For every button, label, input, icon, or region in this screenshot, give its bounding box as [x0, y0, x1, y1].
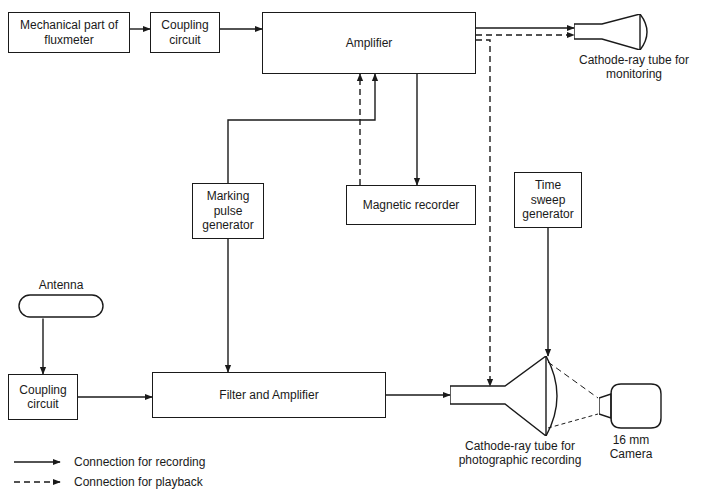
- crt-tube: Cathode-ray tube for photographic record…: [450, 356, 590, 468]
- process-box: Marking pulse generator: [192, 183, 264, 239]
- legend-label: Connection for playback: [74, 475, 203, 489]
- signal-connector: [78, 396, 152, 397]
- legend-line: [14, 481, 60, 482]
- light-ray: [548, 414, 598, 428]
- legend: Connection for recordingConnection for p…: [10, 452, 205, 492]
- signal-connector: [220, 28, 262, 29]
- box-label: Filter and Amplifier: [219, 388, 318, 402]
- signal-connector: [359, 74, 360, 185]
- shape-label: Antenna: [18, 278, 104, 292]
- shape-label: Cathode-ray tube for monitoring: [574, 53, 694, 82]
- outline-stroke: [599, 394, 611, 418]
- process-box: Magnetic recorder: [346, 185, 476, 225]
- legend-row: Connection for recording: [10, 452, 205, 472]
- outline-stroke: [19, 295, 103, 317]
- outline-stroke: [574, 14, 640, 50]
- antenna-symbol: Antenna: [18, 278, 104, 318]
- box-label: Marking pulse generator: [198, 189, 258, 232]
- shape-label: Cathode-ray tube for photographic record…: [450, 439, 590, 468]
- process-box: Coupling circuit: [150, 12, 220, 53]
- box-label: Magnetic recorder: [363, 198, 460, 212]
- signal-connector: [547, 228, 548, 356]
- antenna-symbol-outline: [18, 294, 104, 318]
- legend-sample: [10, 476, 66, 488]
- process-box: Amplifier: [262, 12, 476, 74]
- crt-tube-outline: [450, 356, 562, 436]
- signal-connector: [476, 34, 574, 35]
- camera-symbol-outline: [599, 382, 663, 430]
- outline-stroke: [611, 384, 661, 428]
- signal-connector: [130, 28, 150, 29]
- process-box: Mechanical part of fluxmeter: [8, 12, 130, 53]
- legend-sample: [10, 456, 66, 468]
- outline-stroke: [640, 14, 647, 50]
- signal-connector: [227, 239, 228, 372]
- outline-stroke: [450, 356, 546, 436]
- signal-connector: [476, 27, 574, 28]
- signal-connector: [228, 74, 375, 183]
- legend-row: Connection for playback: [10, 472, 205, 492]
- signal-connector: [42, 318, 43, 374]
- legend-line: [14, 461, 60, 462]
- process-box: Coupling circuit: [8, 374, 78, 420]
- process-box: Filter and Amplifier: [152, 372, 386, 418]
- signal-connector: [386, 394, 450, 395]
- crt-tube: Cathode-ray tube for monitoring: [574, 14, 694, 82]
- outline-stroke: [546, 356, 557, 436]
- legend-label: Connection for recording: [74, 455, 205, 469]
- process-box: Time sweep generator: [514, 172, 582, 228]
- box-label: Time sweep generator: [520, 178, 576, 221]
- box-label: Coupling circuit: [14, 383, 72, 412]
- box-label: Coupling circuit: [156, 18, 214, 47]
- box-label: Amplifier: [346, 36, 393, 50]
- box-label: Mechanical part of fluxmeter: [14, 18, 124, 47]
- shape-label: 16 mm Camera: [598, 433, 664, 462]
- crt-tube-outline: [574, 14, 658, 50]
- signal-connector: [416, 74, 417, 185]
- camera-symbol: 16 mm Camera: [598, 382, 664, 462]
- signal-connector: [476, 40, 490, 386]
